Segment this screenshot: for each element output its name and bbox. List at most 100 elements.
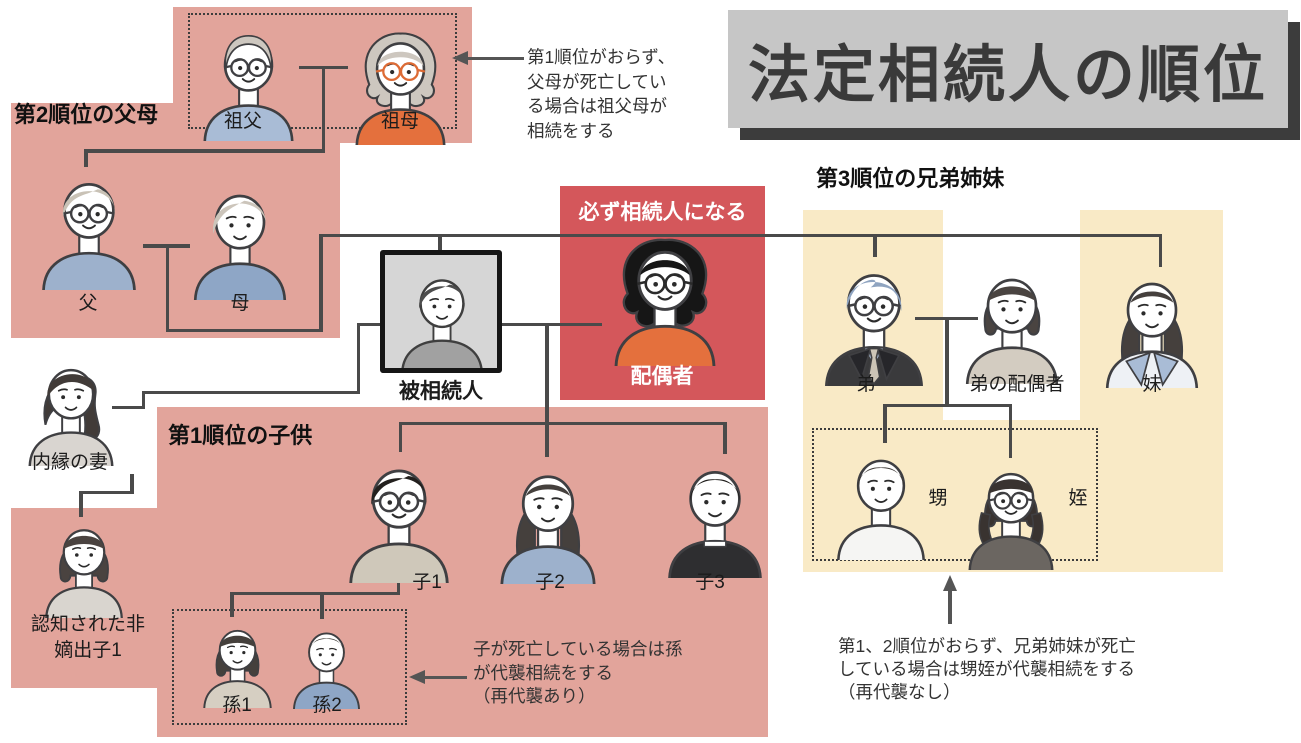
- decedent-avatar: [385, 259, 497, 368]
- connector-line: [165, 244, 169, 332]
- rank2-section-label: 第2順位の父母: [14, 102, 159, 127]
- avatar-ototo: [806, 250, 942, 386]
- person-naien: [12, 348, 130, 466]
- grandchildren-dotted-box: [172, 609, 407, 725]
- person-otoyome: [948, 256, 1076, 384]
- label-mago1: 孫1: [222, 695, 252, 716]
- nephews-arrow-shaft: [948, 589, 952, 624]
- decedent-photo-frame: [380, 250, 502, 373]
- label-mei: 姪: [1068, 488, 1088, 509]
- person-mago2: [280, 616, 373, 709]
- label-sofu: 祖父: [223, 111, 263, 132]
- nephew-niece-dotted-box: [812, 428, 1098, 561]
- person-ninchi: [30, 510, 138, 618]
- avatar-mago1: [190, 613, 285, 708]
- label-ko1: 子1: [412, 572, 442, 593]
- rank1-section-label: 第1順位の子供: [168, 423, 313, 448]
- avatar-sofu: [186, 16, 311, 141]
- person-mei: [952, 452, 1070, 570]
- person-sobo: [338, 20, 463, 145]
- connector-line: [438, 233, 442, 254]
- person-haigusha: [595, 226, 735, 366]
- label-otoyome: 弟の配偶者: [969, 374, 1065, 395]
- rank3-section-label: 第3順位の兄弟姉妹: [816, 166, 1005, 191]
- label-haigusha: 配偶者: [630, 365, 694, 388]
- grandparents-arrow-shaft: [467, 56, 524, 60]
- title-box: 法定相続人の順位: [728, 10, 1288, 128]
- connector-line: [230, 591, 400, 595]
- connector-line: [398, 421, 727, 425]
- connector-line: [723, 421, 727, 454]
- avatar-ko2: [482, 452, 614, 584]
- grandchildren-arrow-shaft: [424, 675, 467, 679]
- label-hiso: 被相続人: [399, 380, 483, 403]
- avatar-ninchi: [30, 510, 138, 618]
- rank1-children-box: [157, 407, 768, 737]
- nephews-annotation: 第1、2順位がおらず、兄弟姉妹が死亡 している場合は甥姪が代襲相続をする （再代…: [838, 636, 1136, 702]
- person-ko3: [650, 448, 780, 578]
- avatar-ko1: [330, 445, 468, 583]
- connector-line: [319, 233, 1162, 237]
- connector-line: [230, 591, 234, 617]
- connector-line: [80, 490, 134, 494]
- label-mago2: 孫2: [312, 695, 342, 716]
- label-ninchi: 認知された非嫡出子1: [30, 614, 145, 661]
- page-title: 法定相続人の順位: [747, 41, 1268, 110]
- connector-line: [130, 474, 134, 493]
- connector-line: [84, 149, 325, 153]
- avatar-sobo: [338, 20, 463, 145]
- label-oi: 甥: [928, 488, 948, 509]
- person-mago1: [190, 613, 285, 708]
- connector-line: [166, 328, 322, 332]
- connector-line: [883, 403, 887, 443]
- label-ko2: 子2: [535, 572, 565, 593]
- avatar-imoto: [1088, 260, 1216, 388]
- connector-line: [319, 233, 323, 332]
- label-naien: 内縁の妻: [31, 452, 109, 473]
- connector-line: [320, 591, 324, 619]
- grandchildren-annotation: 子が死亡している場合は孫 が代襲相続をする （再代襲あり）: [473, 639, 683, 706]
- avatar-ko3: [650, 448, 780, 578]
- connector-line: [84, 149, 88, 167]
- connector-line: [112, 405, 145, 409]
- label-ototo: 弟: [856, 374, 876, 395]
- label-sobo: 祖母: [380, 111, 420, 132]
- connector-line: [883, 403, 1012, 407]
- connector-line: [545, 421, 549, 457]
- person-ototo: [806, 250, 942, 386]
- always-heir-banner: 必ず相続人になる: [578, 201, 747, 224]
- avatar-chichi: [24, 160, 154, 290]
- connector-line: [545, 324, 549, 424]
- connector-line: [321, 65, 325, 153]
- connector-line: [873, 233, 877, 257]
- avatar-oi: [820, 438, 942, 560]
- avatar-otoyome: [948, 256, 1076, 384]
- connector-line: [398, 421, 402, 452]
- person-ko1: [330, 445, 468, 583]
- person-sofu: [186, 16, 311, 141]
- connector-line: [1158, 233, 1162, 267]
- connector-line: [143, 390, 360, 394]
- person-imoto: [1088, 260, 1216, 388]
- label-chichi: 父: [78, 293, 98, 314]
- label-imoto: 妹: [1142, 374, 1162, 395]
- connector-line: [1008, 403, 1012, 458]
- avatar-mago2: [280, 616, 373, 709]
- connector-line: [79, 490, 83, 517]
- connector-line: [141, 390, 145, 409]
- person-haha: [176, 172, 304, 300]
- label-haha: 母: [230, 293, 250, 314]
- avatar-haha: [176, 172, 304, 300]
- connector-line: [945, 316, 949, 407]
- left-arrow-icon: [409, 670, 425, 684]
- person-chichi: [24, 160, 154, 290]
- label-ko3: 子3: [695, 572, 725, 593]
- left-arrow-icon: [452, 51, 468, 65]
- grandparents-annotation: 第1順位がおらず、 父母が死亡してい る場合は祖父母が 相続をする: [527, 47, 676, 141]
- connector-line: [356, 322, 360, 394]
- person-oi: [820, 438, 942, 560]
- avatar-naien: [12, 348, 130, 466]
- up-arrow-icon: [943, 575, 957, 591]
- avatar-haigusha: [595, 226, 735, 366]
